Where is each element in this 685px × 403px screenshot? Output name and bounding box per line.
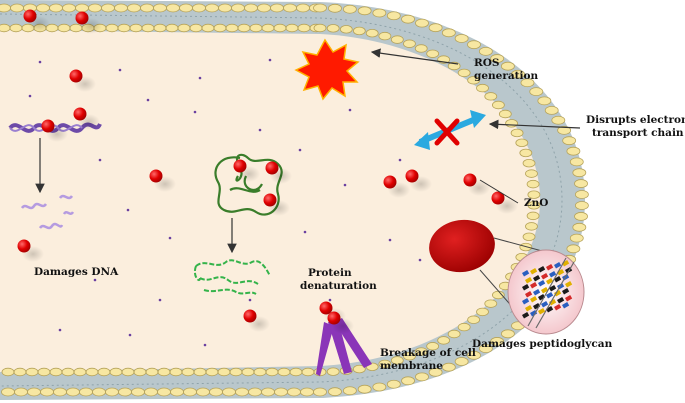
ros-label-line1: ROS — [474, 57, 499, 69]
breakage-label-line2: membrane — [380, 360, 443, 372]
peptidoglycan-zoom-circle — [507, 249, 585, 335]
ros-burst-icon — [294, 38, 360, 101]
protein-label-line2: denaturation — [300, 280, 377, 292]
peptidoglycan-damage-blob — [429, 219, 495, 273]
ros-label-line2: generation — [474, 70, 539, 82]
denatured-protein-icon — [193, 259, 271, 295]
ros-pointer — [370, 48, 459, 65]
electron-label-line1: Disrupts electron — [586, 114, 685, 126]
breakage-label-line1: Breakage of cell — [380, 347, 476, 359]
protein-label-line1: Protein — [308, 267, 352, 279]
electron-label-line2: transport chain — [592, 127, 684, 139]
electron-transport-arrow-icon — [414, 110, 486, 150]
zno-pointer — [479, 179, 519, 204]
zno-label: ZnO — [524, 197, 548, 209]
peptidoglycan-structure-icon — [522, 257, 575, 329]
electron-pointer — [488, 119, 581, 130]
peptidoglycan-label: Damages peptidoglycan — [472, 338, 613, 350]
fragmented-dna-icon — [20, 194, 75, 230]
cytoplasm-particles — [28, 58, 422, 347]
zno-nanoparticles — [17, 9, 518, 334]
membrane-core-lines — [0, 13, 563, 387]
dna-label: Damages DNA — [34, 266, 119, 278]
